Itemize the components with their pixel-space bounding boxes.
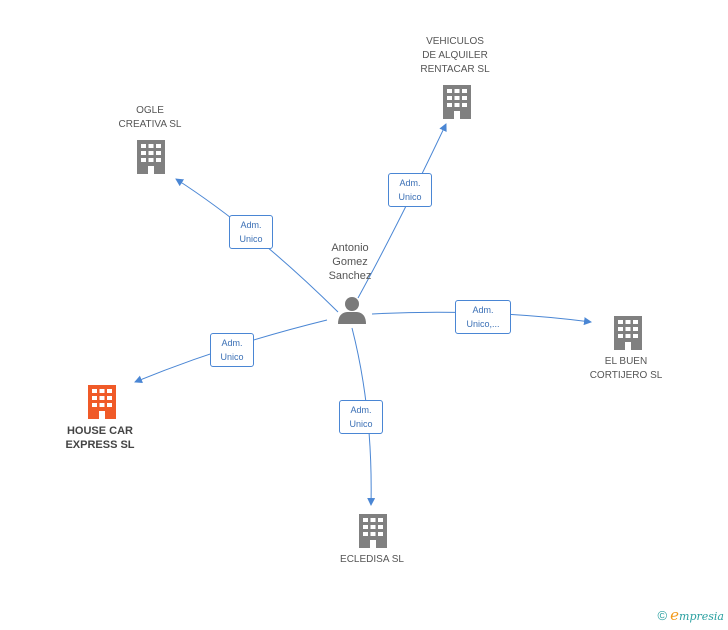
company-name-ecledisa[interactable]: ECLEDISA SL bbox=[340, 554, 404, 565]
building-icon-buen[interactable] bbox=[614, 316, 642, 350]
brand-footer: ©empresia bbox=[658, 606, 724, 624]
person-name[interactable]: Antonio Gomez Sanchez bbox=[328, 242, 372, 282]
brand-logo-text: mpresia bbox=[679, 610, 724, 623]
company-name-buen[interactable]: EL BUEN CORTIJERO SL bbox=[589, 356, 663, 381]
relation-label-ecledisa[interactable]: Adm. Unico bbox=[339, 400, 383, 434]
building-icon-house[interactable] bbox=[88, 385, 116, 419]
copyright-icon: © bbox=[657, 608, 668, 623]
company-name-ogle[interactable]: OGLE CREATIVA SL bbox=[118, 105, 182, 130]
building-icon-ogle[interactable] bbox=[137, 140, 165, 174]
relation-label-vehiculos[interactable]: Adm. Unico bbox=[388, 173, 432, 207]
building-icon-ecledisa[interactable] bbox=[359, 514, 387, 548]
person-icon[interactable] bbox=[338, 297, 366, 324]
relation-label-ogle[interactable]: Adm. Unico bbox=[229, 215, 273, 249]
relation-label-house[interactable]: Adm. Unico bbox=[210, 333, 254, 367]
company-name-house[interactable]: HOUSE CAR EXPRESS SL bbox=[65, 425, 135, 451]
relation-label-buen[interactable]: Adm. Unico,... bbox=[455, 300, 511, 334]
building-icon-vehiculos[interactable] bbox=[443, 85, 471, 119]
company-name-vehiculos[interactable]: VEHICULOS DE ALQUILER RENTACAR SL bbox=[420, 36, 490, 75]
brand-logo-initial: e bbox=[670, 606, 680, 624]
edge-vehiculos bbox=[357, 123, 447, 299]
